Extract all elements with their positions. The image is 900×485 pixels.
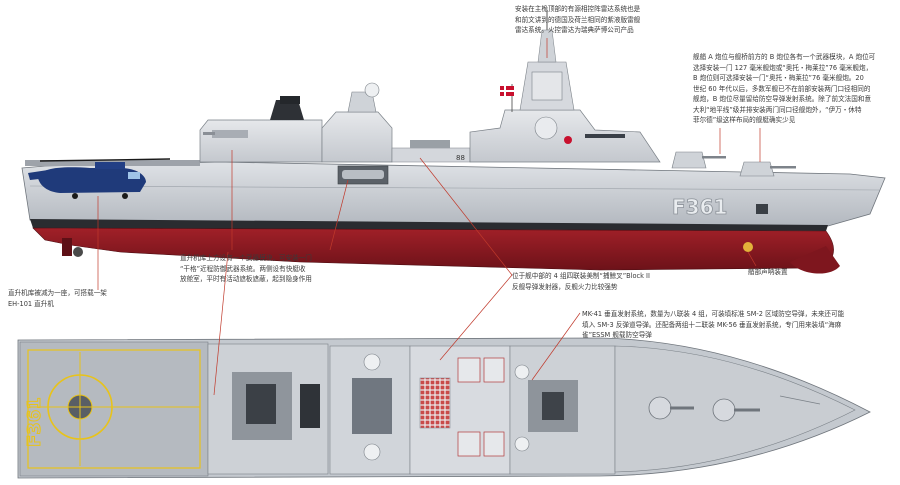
bow-bulb	[790, 246, 840, 274]
a-gun-mount	[739, 161, 796, 177]
annotation-hangar: 直升机库上方设有一个武器模块，可安装一门 “干格”近程防御武器系统。两侧设有快艇…	[180, 254, 312, 283]
harpoon-plan-4	[483, 431, 505, 457]
b-gun-barrel-plan	[670, 406, 694, 410]
harpoon-plan-2	[457, 431, 481, 457]
harpoon-plan-3	[483, 357, 505, 383]
annotation-helicopter: 直升机库被减为一座，可搭载一架 EH-101 直升机	[8, 289, 107, 308]
boat	[342, 170, 384, 179]
funnel-top	[352, 378, 392, 434]
deck-line	[29, 185, 881, 191]
satcom-plan	[363, 353, 381, 371]
harpoon-plan-1	[457, 357, 481, 383]
leader-hangar-3	[213, 251, 229, 396]
hangar	[199, 119, 323, 163]
leader-sonar	[747, 251, 757, 267]
leader-harpoon	[439, 274, 513, 361]
bow-thruster-mark	[743, 242, 753, 252]
deck-hull-number: F361	[24, 397, 45, 447]
leader-mk41	[531, 312, 581, 381]
annotation-radar: 安装在主桅顶部的有源相控阵雷达系统也是 和前文讲到的德国及荷兰相同的紫液版雷舰 …	[515, 5, 641, 34]
ciws-mount	[212, 130, 248, 138]
b-gun-plan	[648, 396, 672, 420]
leader-harpoon-2	[419, 157, 513, 276]
fire-control-radar	[534, 116, 558, 140]
satcom-plan-2	[363, 443, 381, 461]
hangar-module-inner	[246, 384, 276, 424]
ciws-barrel	[203, 132, 215, 135]
radar-plan	[514, 364, 530, 380]
helicopter	[28, 158, 171, 199]
side-profile: 88 F361	[21, 10, 886, 274]
funnel-block	[321, 111, 393, 163]
danish-flag	[500, 84, 514, 112]
bow-crest	[756, 204, 768, 214]
main-superstructure	[469, 109, 661, 163]
leader-lines	[97, 38, 761, 396]
radar-plan-2	[514, 436, 530, 452]
leader-hangar-2	[329, 179, 349, 251]
a-gun-plan	[712, 398, 736, 422]
main-mast-core	[542, 392, 564, 420]
propeller	[73, 247, 83, 257]
plan-view: F361	[17, 337, 871, 479]
a-gun-barrel-plan	[734, 408, 760, 412]
b-gun-mount	[671, 151, 726, 169]
annotation-harpoon: 位于舰中部的 4 组四联装美制“捕鲸叉”Block II 反舰导弹发射器，反舰火…	[512, 272, 650, 291]
annotation-mk41: MK-41 垂直发射系统，数量为八联装 4 组，可装填标准 SM-2 区域防空导…	[582, 310, 845, 339]
ship-crest	[564, 136, 572, 144]
rudder	[62, 238, 72, 256]
aft-radar	[280, 96, 300, 104]
flight-deck	[19, 341, 209, 477]
anchor-chain	[779, 395, 821, 405]
hull-lower-red	[32, 227, 834, 271]
superstructure-code: 88	[456, 154, 465, 162]
bridge-windows	[585, 134, 625, 138]
satcom-dome	[364, 82, 380, 98]
aft-mast	[270, 100, 304, 120]
annotation-guns: 舰艏 A 炮位与舰桥前方的 B 炮位各有一个武器模块，A 炮位可 选择安装一门 …	[693, 53, 876, 124]
apar-face	[531, 71, 563, 101]
boot-top	[30, 219, 828, 231]
mk41-vls-aft	[419, 377, 451, 429]
hull-number: F361	[672, 195, 727, 219]
harpoon-launchers	[410, 140, 450, 148]
flight-deck-border	[27, 349, 201, 469]
annotation-sonar: 艏部声呐装置	[748, 268, 788, 276]
aft-mast-plan	[300, 384, 320, 428]
